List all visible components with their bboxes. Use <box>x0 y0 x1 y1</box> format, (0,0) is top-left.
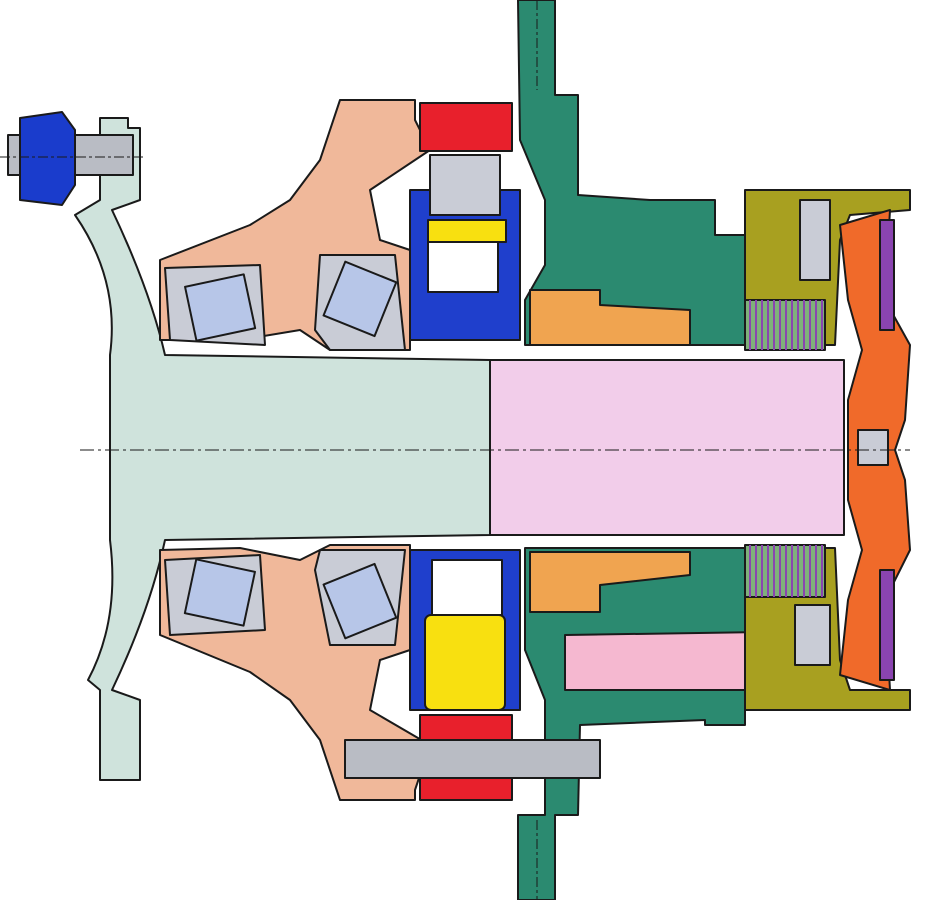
valve-spool-upper <box>529 289 691 346</box>
purple-pad-lower <box>879 569 895 681</box>
piston-cap-upper <box>427 219 507 243</box>
purple-pad-upper <box>879 219 895 331</box>
valve-spool-lower <box>529 551 691 613</box>
through-bolt-lower <box>344 739 601 779</box>
center-cap <box>857 429 889 466</box>
roller-lower-right <box>322 562 398 640</box>
piston-bore-lower <box>431 559 503 616</box>
wheel-nut-icon <box>19 111 76 206</box>
red-ring-bottom <box>419 777 513 801</box>
brake-pin-upper <box>799 199 831 281</box>
friction-stripes <box>749 300 823 597</box>
drive-shaft <box>487 359 845 536</box>
piston-bore-upper <box>427 239 499 293</box>
axle-shaft-flange <box>74 117 491 781</box>
roller-lower-left <box>183 558 256 627</box>
piston-body-upper <box>429 154 501 216</box>
roller-upper-right <box>322 260 398 338</box>
red-ring-upper <box>419 102 513 152</box>
roller-upper-left <box>184 273 257 342</box>
piston-yellow-lower <box>424 614 506 711</box>
brake-pin-lower <box>794 604 831 666</box>
cylinder-block-upper <box>517 0 746 346</box>
valve-pink-lower <box>564 631 766 691</box>
